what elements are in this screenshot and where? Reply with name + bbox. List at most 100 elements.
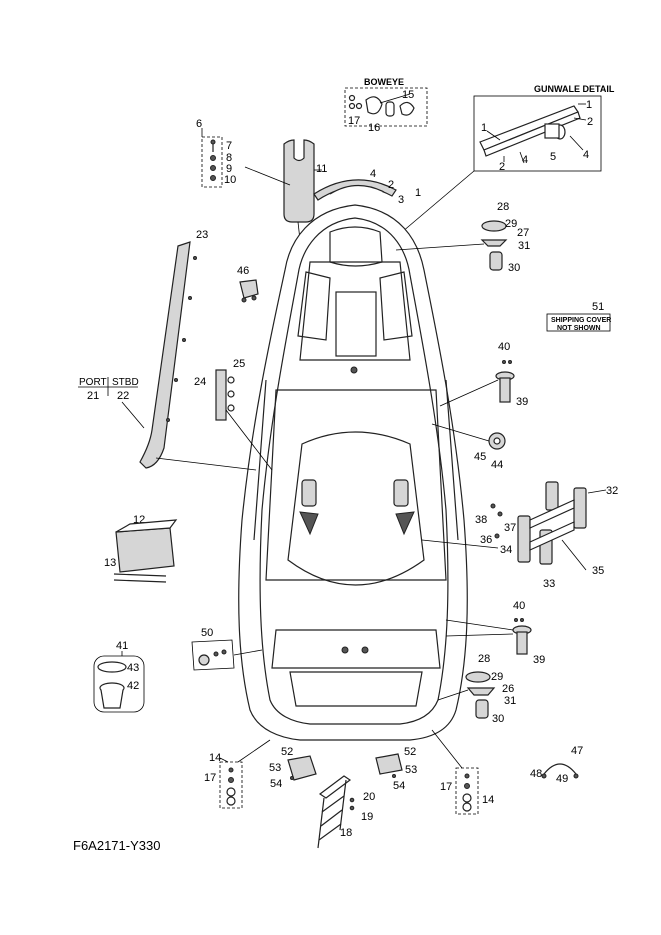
screw: [508, 360, 512, 364]
leader-line: [445, 619, 514, 631]
callout-11: 11: [316, 163, 327, 175]
callout-2: 2: [499, 161, 505, 173]
front-pad-right: [379, 271, 413, 341]
callout-19: 19: [361, 811, 373, 823]
callout-4: 4: [583, 149, 589, 161]
part-50-box: [191, 639, 235, 671]
leader-line: [431, 729, 463, 769]
callout-30: 30: [508, 262, 520, 274]
hull-fitting: [361, 646, 369, 654]
part-46-group: 46: [237, 265, 259, 303]
rod-holder-lower: 40 39: [445, 600, 545, 666]
callout-49: 49: [556, 773, 568, 785]
part-11: [283, 139, 315, 223]
boweye-box: [344, 87, 428, 127]
handle-screw: [541, 773, 547, 779]
part-50-group: 50: [191, 627, 263, 671]
gunwale-block: [544, 123, 560, 139]
cupholder-group: 41 43 42: [93, 640, 145, 713]
callout-52: 52: [404, 746, 416, 758]
screw: [290, 776, 294, 780]
hatch-ring: [480, 239, 508, 247]
part-11-group: 11: [244, 139, 327, 241]
callout-42: 42: [127, 680, 139, 692]
fastener-plug: [462, 802, 472, 812]
boweye-part: [399, 101, 415, 116]
leader-line: [225, 409, 273, 471]
rivet: [188, 296, 192, 300]
callout-16: 16: [368, 122, 380, 134]
rivet: [174, 378, 178, 382]
leader-line: [237, 739, 271, 763]
callout-45: 45: [474, 451, 486, 463]
seat-pad-right: [393, 479, 409, 507]
clip: [227, 376, 235, 384]
washer: [497, 511, 503, 517]
bow-strip-group: 4 2 3 1: [313, 168, 421, 206]
gunwale-detail-group: GUNWALE DETAIL 1 2 1 4 5 4 2: [401, 84, 615, 233]
callout-51: 51: [592, 301, 604, 313]
cupholder-box: [93, 655, 145, 713]
callout-29: 29: [505, 218, 517, 230]
step-pad: [287, 755, 317, 781]
leader-line: [437, 689, 469, 701]
rack-post: [545, 481, 559, 511]
fastener-group-left: 14 17: [204, 739, 271, 809]
hull: [238, 204, 468, 741]
fastener: [228, 777, 234, 783]
callout-28: 28: [497, 201, 509, 213]
fastener: [464, 773, 470, 779]
callout-28: 28: [478, 653, 490, 665]
hatch-ring: [466, 687, 496, 696]
cooler: [115, 527, 175, 573]
cockpit-frame: [265, 389, 447, 581]
callout-4: 4: [522, 154, 528, 166]
leader-line: [573, 117, 587, 121]
fastener-group-right: 17 14: [431, 729, 494, 815]
clip: [227, 404, 235, 412]
rack-post: [517, 515, 531, 563]
ladder-fastener: [349, 797, 355, 803]
grab-handle: [543, 763, 577, 775]
bracket-group: 25 24: [194, 358, 273, 471]
front-pad-left: [297, 271, 331, 341]
boweye-part: [365, 96, 383, 115]
callout-35: 35: [592, 565, 604, 577]
ladder-rung: [321, 795, 345, 813]
callout-52: 52: [281, 746, 293, 758]
leader-line: [569, 135, 584, 151]
callout-34: 34: [500, 544, 512, 556]
rivet: [193, 256, 197, 260]
cupholder-cup: [100, 689, 124, 709]
nut: [494, 533, 500, 539]
callout-2: 2: [388, 179, 394, 191]
fastener-box: [455, 767, 479, 815]
callout-5: 5: [550, 151, 556, 163]
fastener-plug: [226, 796, 236, 806]
leader-line: [561, 539, 587, 571]
not-shown-caption: NOT SHOWN: [557, 325, 601, 332]
stbd-caption: STBD: [112, 377, 139, 388]
ladder-fastener: [349, 805, 355, 811]
leader-line: [155, 457, 257, 471]
hatch-cap: [465, 671, 491, 683]
rivet: [182, 338, 186, 342]
boweye-washer: [348, 94, 356, 102]
hatch-group-lower: 28 29 26 31 30: [437, 653, 516, 725]
callout-38: 38: [475, 514, 487, 526]
hatch-cap: [481, 220, 507, 232]
callout-14: 14: [209, 752, 221, 764]
screw: [221, 649, 227, 655]
front-deck: [299, 261, 411, 361]
callout-6: 6: [196, 118, 202, 130]
leader-line: [121, 401, 145, 429]
callout-10: 10: [224, 174, 236, 186]
callout-41: 41: [116, 640, 128, 652]
leader-line: [431, 423, 490, 442]
side-rail: [139, 241, 191, 469]
bracket: [215, 369, 227, 421]
fastener-plug: [226, 787, 236, 797]
screw: [251, 295, 257, 301]
callout-17: 17: [204, 772, 216, 784]
